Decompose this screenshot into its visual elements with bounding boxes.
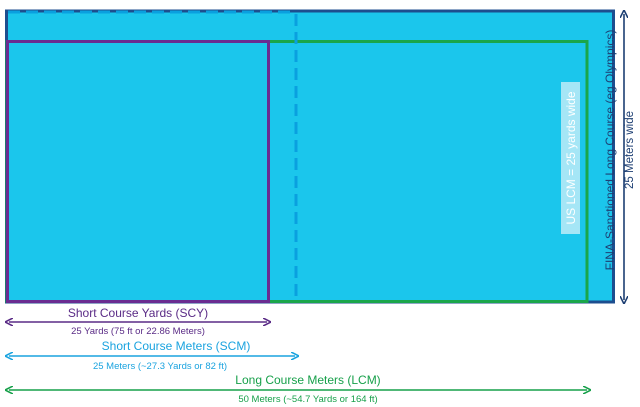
scm-subtitle: 25 Meters (~27.3 Yards or 82 ft): [93, 361, 227, 372]
scy-title: Short Course Yards (SCY): [68, 306, 208, 320]
lcm-title: Long Course Meters (LCM): [235, 373, 380, 387]
scy-subtitle: 25 Yards (75 ft or 22.86 Meters): [71, 326, 205, 337]
scm-title: Short Course Meters (SCM): [102, 339, 251, 353]
us-lcm-badge: [561, 82, 580, 234]
us-lcm-label: US LCM = 25 yards wide: [564, 91, 578, 224]
fina-width-label: 25 Meters wide: [624, 111, 636, 189]
pool-water: [6, 10, 614, 302]
fina-label: FINA-Sanctioned Long Course (eg Olympics…: [603, 30, 617, 271]
scy-pool-outline: [6, 40, 270, 303]
lcm-subtitle: 50 Meters (~54.7 Yards or 164 ft): [238, 394, 377, 405]
